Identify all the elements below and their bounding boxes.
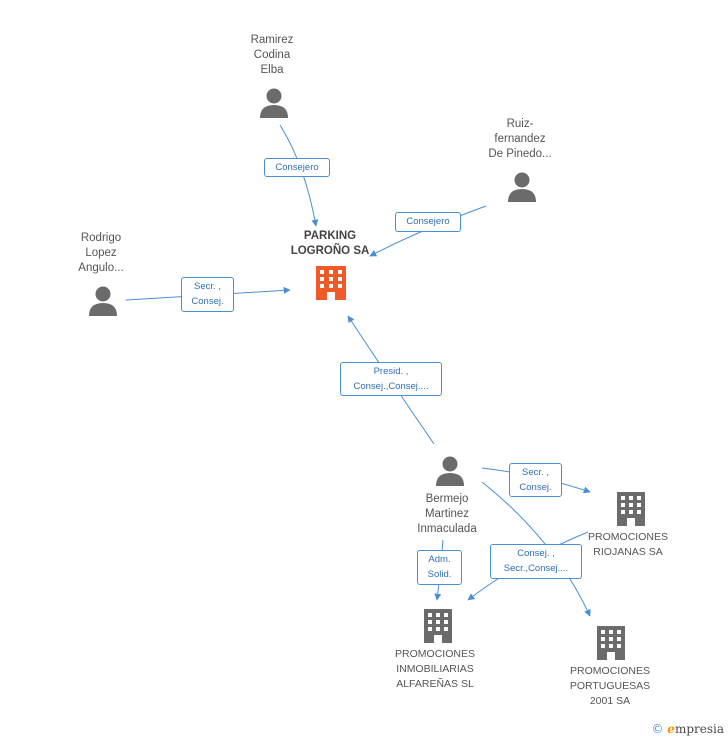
relation-label: Consej.: [191, 296, 224, 307]
relation-label: Consej.,Consej....: [353, 381, 429, 392]
relation-box-rodrigo[interactable]: Secr. , Consej.: [181, 277, 234, 312]
person-label-ramirez[interactable]: Ramirez Codina Elba: [222, 33, 322, 78]
company-label-portuguesas[interactable]: PROMOCIONES PORTUGUESAS 2001 SA: [555, 664, 665, 709]
company-name-line: ALFAREÑAS SL: [396, 678, 474, 690]
person-name-line: Lopez: [85, 247, 117, 259]
person-label-rodrigo[interactable]: Rodrigo Lopez Angulo...: [51, 231, 151, 276]
relation-label: Consej. ,: [517, 548, 555, 559]
relation-box-bermejo-riojanas[interactable]: Secr. , Consej.: [509, 463, 562, 497]
person-icon-ruiz[interactable]: [508, 172, 536, 203]
relation-label: Consej.: [519, 482, 552, 493]
company-icon-riojanas[interactable]: [617, 492, 645, 526]
central-company-name-line-2: LOGROÑO SA: [290, 245, 370, 257]
company-name-line: PORTUGUESAS: [569, 680, 651, 692]
person-name-line: Rodrigo: [80, 232, 122, 244]
person-name-line: Elba: [260, 64, 284, 76]
relation-label: Adm.: [428, 554, 451, 565]
central-company-name-line-1: PARKING: [303, 230, 357, 242]
relation-box-bermejo-central[interactable]: Presid. , Consej.,Consej....: [340, 362, 442, 396]
brand-name: mpresia: [674, 722, 724, 736]
person-name-line: Martinez: [424, 508, 470, 520]
company-icon-portuguesas[interactable]: [597, 626, 625, 660]
person-icon-bermejo[interactable]: [436, 456, 464, 487]
relation-label: Consejero: [406, 216, 450, 227]
company-name-line: PROMOCIONES: [570, 665, 650, 677]
person-icon-ramirez[interactable]: [260, 88, 288, 119]
relation-label: Secr. ,: [194, 281, 221, 292]
person-name-line: fernandez: [494, 133, 546, 145]
copyright-icon: ©: [651, 722, 664, 736]
relation-box-bermejo-alfarenas[interactable]: Adm. Solid.: [417, 550, 462, 585]
company-name-line: PROMOCIONES: [588, 531, 668, 543]
company-name-line: RIOJANAS SA: [593, 546, 663, 558]
central-company-label[interactable]: PARKING LOGROÑO SA: [270, 229, 390, 259]
relation-label: Consejero: [275, 162, 319, 173]
person-name-line: De Pinedo...: [488, 148, 552, 160]
person-name-line: Bermejo: [425, 493, 469, 505]
company-label-riojanas[interactable]: PROMOCIONES RIOJANAS SA: [576, 530, 680, 560]
company-name-line: 2001 SA: [589, 695, 631, 707]
person-name-line: Codina: [253, 49, 291, 61]
relation-label: Presid. ,: [373, 366, 409, 377]
company-icon-alfarenas[interactable]: [424, 609, 452, 643]
company-name-line: PROMOCIONES: [395, 648, 475, 660]
relation-label: Secr. ,: [522, 467, 549, 478]
company-name-line: INMOBILIARIAS: [396, 663, 474, 675]
relation-label: Secr.,Consej....: [503, 563, 569, 574]
person-name-line: Inmaculada: [417, 523, 477, 535]
person-name-line: Ruiz-: [506, 118, 534, 130]
relation-box-bermejo-multi[interactable]: Consej. , Secr.,Consej....: [490, 544, 582, 579]
relation-box-ruiz[interactable]: Consejero: [395, 212, 461, 232]
company-label-alfarenas[interactable]: PROMOCIONES INMOBILIARIAS ALFAREÑAS SL: [380, 647, 490, 692]
central-company-icon[interactable]: [316, 266, 346, 300]
person-name-line: Ramirez: [250, 34, 294, 46]
brand-initial: e: [667, 722, 675, 736]
person-icon-rodrigo[interactable]: [89, 286, 117, 317]
relation-box-ramirez[interactable]: Consejero: [264, 158, 330, 177]
person-label-bermejo[interactable]: Bermejo Martinez Inmaculada: [397, 492, 497, 537]
relation-label: Solid.: [427, 569, 452, 580]
empresia-watermark: © empresia: [651, 722, 724, 736]
person-label-ruiz[interactable]: Ruiz- fernandez De Pinedo...: [470, 117, 570, 162]
person-name-line: Angulo...: [78, 262, 124, 274]
